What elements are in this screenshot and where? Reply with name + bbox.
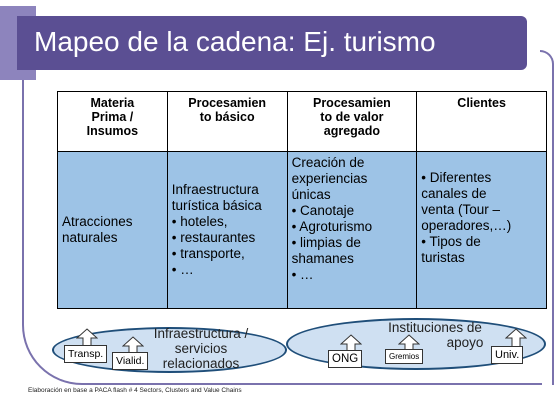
- cell-clientes: • Diferentes canales de venta (Tour – op…: [416, 151, 547, 309]
- header-materia-prima: Materia Prima / Insumos: [57, 91, 168, 152]
- header-procesamiento-basico: Procesamien to básico: [166, 91, 288, 152]
- up-arrow-icon: [505, 328, 527, 348]
- table-body-row: Atracciones naturales Infraestructura tu…: [57, 151, 547, 309]
- box-univ: Univ.: [491, 346, 524, 364]
- box-ong: ONG: [328, 350, 363, 368]
- cell-materia-prima: Atracciones naturales: [57, 151, 168, 309]
- header-clientes: Clientes: [416, 91, 547, 152]
- box-transp: Transp.: [64, 345, 108, 363]
- table-header-row: Materia Prima / Insumos Procesamien to b…: [57, 91, 547, 152]
- title-bar: [17, 16, 527, 70]
- slide-frame-left: [22, 80, 542, 385]
- header-procesamiento-valor: Procesamien to de valor agregado: [286, 91, 418, 152]
- cell-procesamiento-valor: Creación de experiencias únicas • Canota…: [286, 151, 418, 309]
- footnote: Elaboración en base a PACA flash # 4 Sec…: [28, 387, 242, 394]
- support-label-infraestructura: Infraestructura / servicios relacionados: [153, 326, 249, 371]
- cell-procesamiento-basico: Infraestructura turística básica • hotel…: [166, 151, 288, 309]
- value-chain-table: Materia Prima / Insumos Procesamien to b…: [57, 91, 547, 309]
- box-gremios: Gremios: [385, 349, 424, 364]
- slide-frame-right: [540, 50, 554, 385]
- slide-title: Mapeo de la cadena: Ej. turismo: [34, 26, 436, 57]
- box-vialid: Vialid.: [112, 352, 149, 370]
- support-label-instituciones: Instituciones de apoyo: [388, 320, 484, 350]
